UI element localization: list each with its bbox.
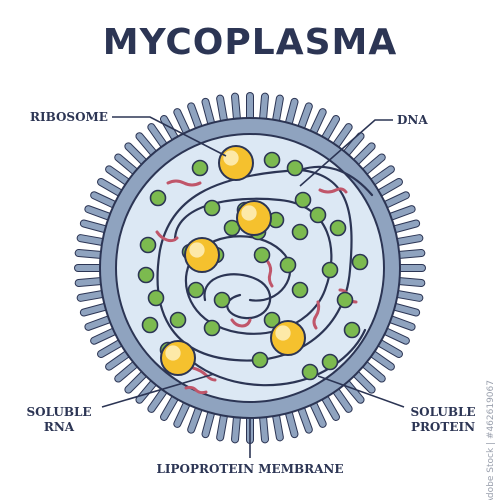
dna-loop-outer — [156, 168, 353, 362]
stock-watermark: Adobe Stock | #462619067 — [486, 380, 496, 500]
soluble-protein-dot — [263, 151, 281, 169]
soluble-protein-dot — [137, 266, 155, 284]
soluble-protein-leader-line — [317, 375, 405, 408]
soluble-protein-dot — [203, 319, 221, 337]
soluble-protein-dot — [191, 159, 209, 177]
soluble-protein-dot — [203, 199, 221, 217]
dna-loop-inner — [173, 197, 333, 335]
rna-strand — [266, 260, 274, 288]
label-soluble-rna-line2: RNA — [43, 420, 75, 434]
rna-strand — [155, 230, 179, 243]
soluble-protein-dot — [329, 219, 347, 237]
soluble-protein-dot — [279, 256, 297, 274]
soluble-protein-dot — [291, 223, 309, 241]
soluble-protein-dot — [343, 321, 361, 339]
soluble-rna-leader-line — [101, 373, 215, 408]
soluble-protein-dot — [213, 291, 231, 309]
rna-strand — [318, 187, 348, 194]
soluble-protein-dot — [336, 291, 354, 309]
soluble-protein-dot — [291, 281, 309, 299]
label-soluble-rna: SOLUBLE RNA — [22, 405, 96, 435]
rna-strand — [230, 318, 252, 328]
ribosome-highlight — [275, 325, 291, 341]
ribosome-highlight — [189, 242, 205, 258]
dna-leader-line — [299, 119, 393, 187]
soluble-protein-dot — [301, 363, 319, 381]
leader-lines — [101, 116, 405, 458]
label-ribosome: RIBOSOME — [30, 110, 108, 124]
soluble-protein-dot — [149, 189, 167, 207]
ribosome-leader-line — [112, 116, 227, 157]
soluble-protein-dot — [147, 289, 165, 307]
ribosome-group — [160, 145, 306, 376]
soluble-protein-dot — [309, 206, 327, 224]
soluble-protein-dot — [187, 281, 205, 299]
dna-tail — [174, 165, 374, 387]
dna-loop-core — [203, 273, 272, 320]
soluble-protein-dot — [251, 351, 269, 369]
label-lipoprotein-membrane: LIPOPROTEIN MEMBRANE — [156, 462, 344, 476]
cytoplasm — [115, 133, 385, 403]
rna-strand — [184, 385, 208, 395]
label-soluble-protein-line2: PROTEIN — [410, 420, 476, 434]
rna-strand — [166, 179, 202, 187]
label-soluble-rna-line1: SOLUBLE — [26, 405, 92, 419]
soluble-protein-dot — [263, 311, 281, 329]
rna-strand — [312, 300, 321, 330]
page-title: MYCOPLASMA — [102, 22, 398, 63]
soluble-protein-dot — [141, 316, 159, 334]
soluble-protein-dot — [294, 191, 312, 209]
soluble-protein-dot — [253, 246, 271, 264]
ribosome-highlight — [223, 150, 239, 166]
soluble-protein-dot — [321, 353, 339, 371]
soluble-protein-dot — [321, 261, 339, 279]
label-soluble-protein-line1: SOLUBLE — [410, 405, 476, 419]
label-soluble-protein: SOLUBLE PROTEIN — [400, 405, 486, 435]
label-dna: DNA — [397, 113, 428, 127]
ribosome-highlight — [165, 345, 181, 361]
soluble-protein-dot — [139, 236, 157, 254]
soluble-protein-dot — [169, 311, 187, 329]
soluble-protein-dot — [286, 159, 304, 177]
dna-strand — [156, 165, 374, 387]
soluble-protein-dot — [351, 253, 369, 271]
ribosome-highlight — [241, 205, 257, 221]
